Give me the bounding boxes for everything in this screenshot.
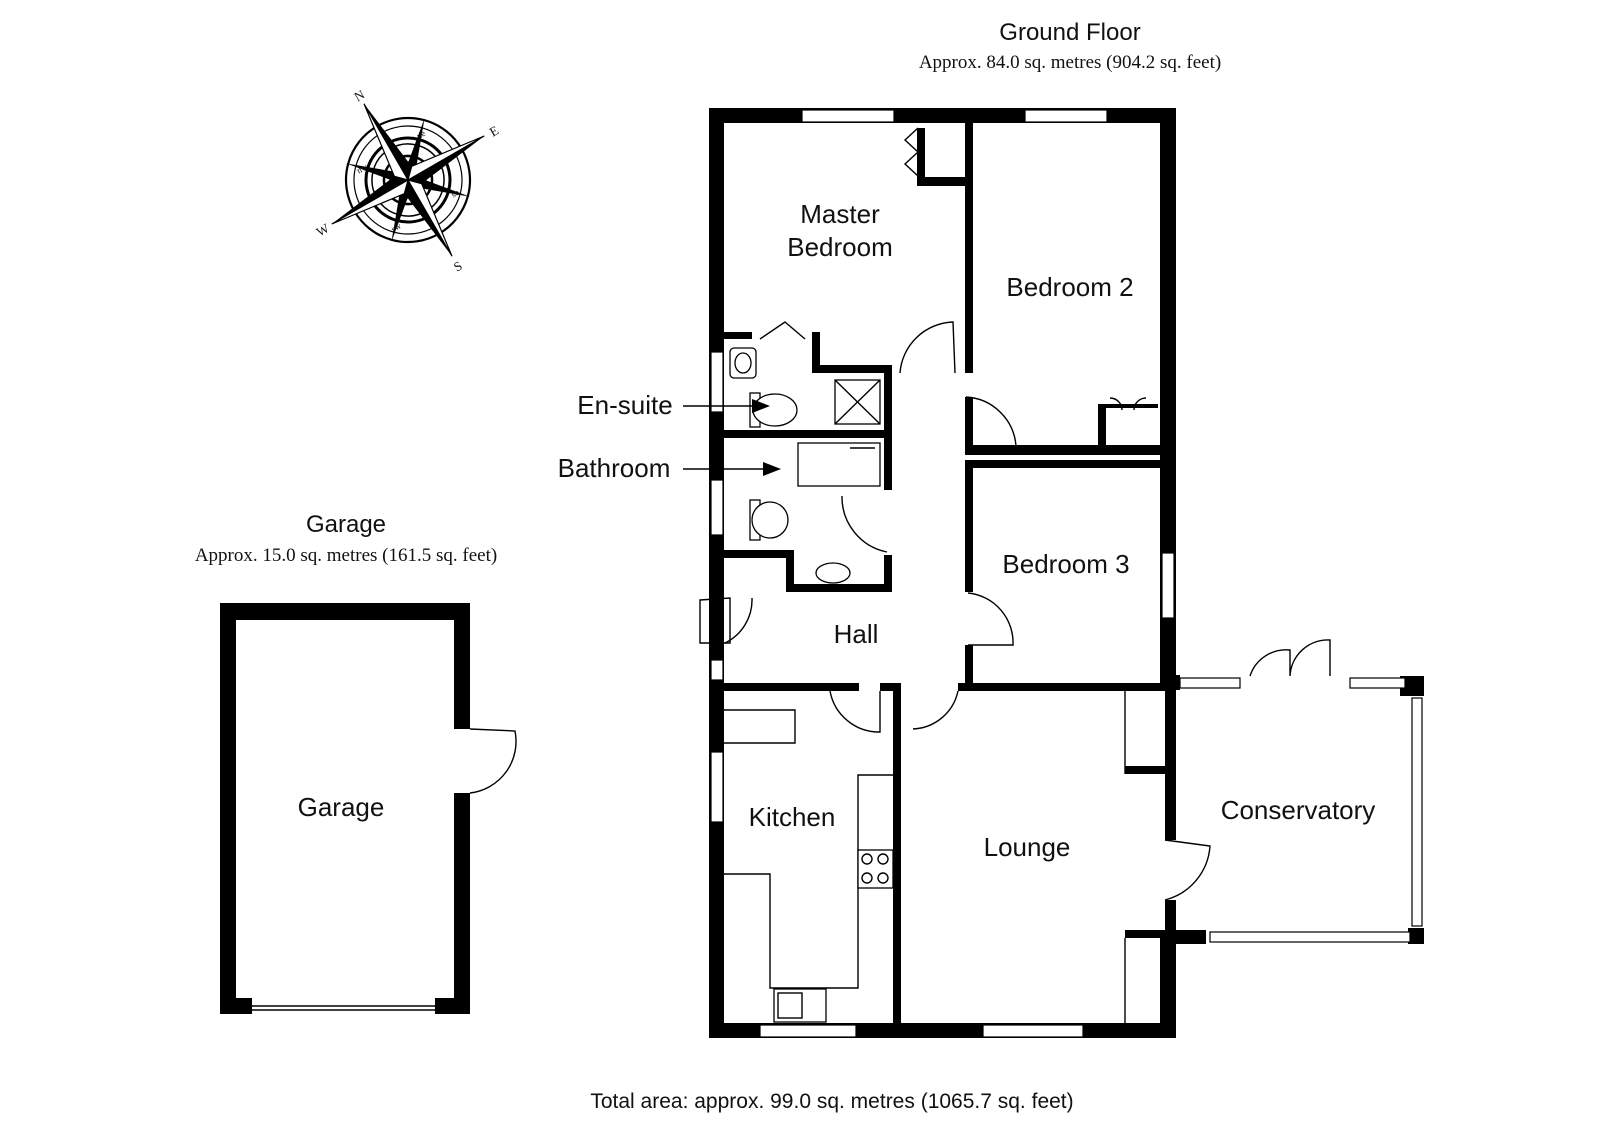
garage-title: Garage xyxy=(306,511,386,538)
room-label-master-bedroom-2: Bedroom xyxy=(787,232,893,262)
room-label-bedroom-3: Bedroom 3 xyxy=(1002,549,1129,579)
room-label-garage: Garage xyxy=(298,792,385,822)
doors-and-fixtures xyxy=(699,127,1331,1023)
room-label-bedroom-2: Bedroom 2 xyxy=(1006,272,1133,302)
garage-side-door-swing xyxy=(469,728,517,794)
compass-nw-label: nw xyxy=(355,161,370,175)
room-label-conservatory: Conservatory xyxy=(1221,795,1376,825)
windows xyxy=(710,109,1423,1038)
compass-east-label: E xyxy=(487,122,501,139)
floor-area: Approx. 84.0 sq. metres (904.2 sq. feet) xyxy=(919,52,1221,73)
callout-bathroom: Bathroom xyxy=(558,453,671,483)
compass-rose-icon: N E S W ne se sw nw xyxy=(313,86,501,275)
compass-se-label: se xyxy=(449,187,460,199)
total-area: Total area: approx. 99.0 sq. metres (106… xyxy=(590,1090,1073,1113)
room-label-kitchen: Kitchen xyxy=(749,802,836,832)
room-label-hall: Hall xyxy=(834,619,879,649)
floor-title: Ground Floor xyxy=(999,19,1140,46)
garage-structure xyxy=(220,603,517,1014)
room-label-lounge: Lounge xyxy=(984,832,1071,862)
callout-arrows xyxy=(683,399,781,476)
callout-ensuite: En-suite xyxy=(577,390,672,420)
compass-north-label: N xyxy=(351,86,367,104)
room-label-master-bedroom-1: Master xyxy=(800,199,880,229)
garage-area: Approx. 15.0 sq. metres (161.5 sq. feet) xyxy=(195,545,497,566)
compass-west-label: W xyxy=(313,220,332,239)
compass-south-label: S xyxy=(451,258,465,275)
